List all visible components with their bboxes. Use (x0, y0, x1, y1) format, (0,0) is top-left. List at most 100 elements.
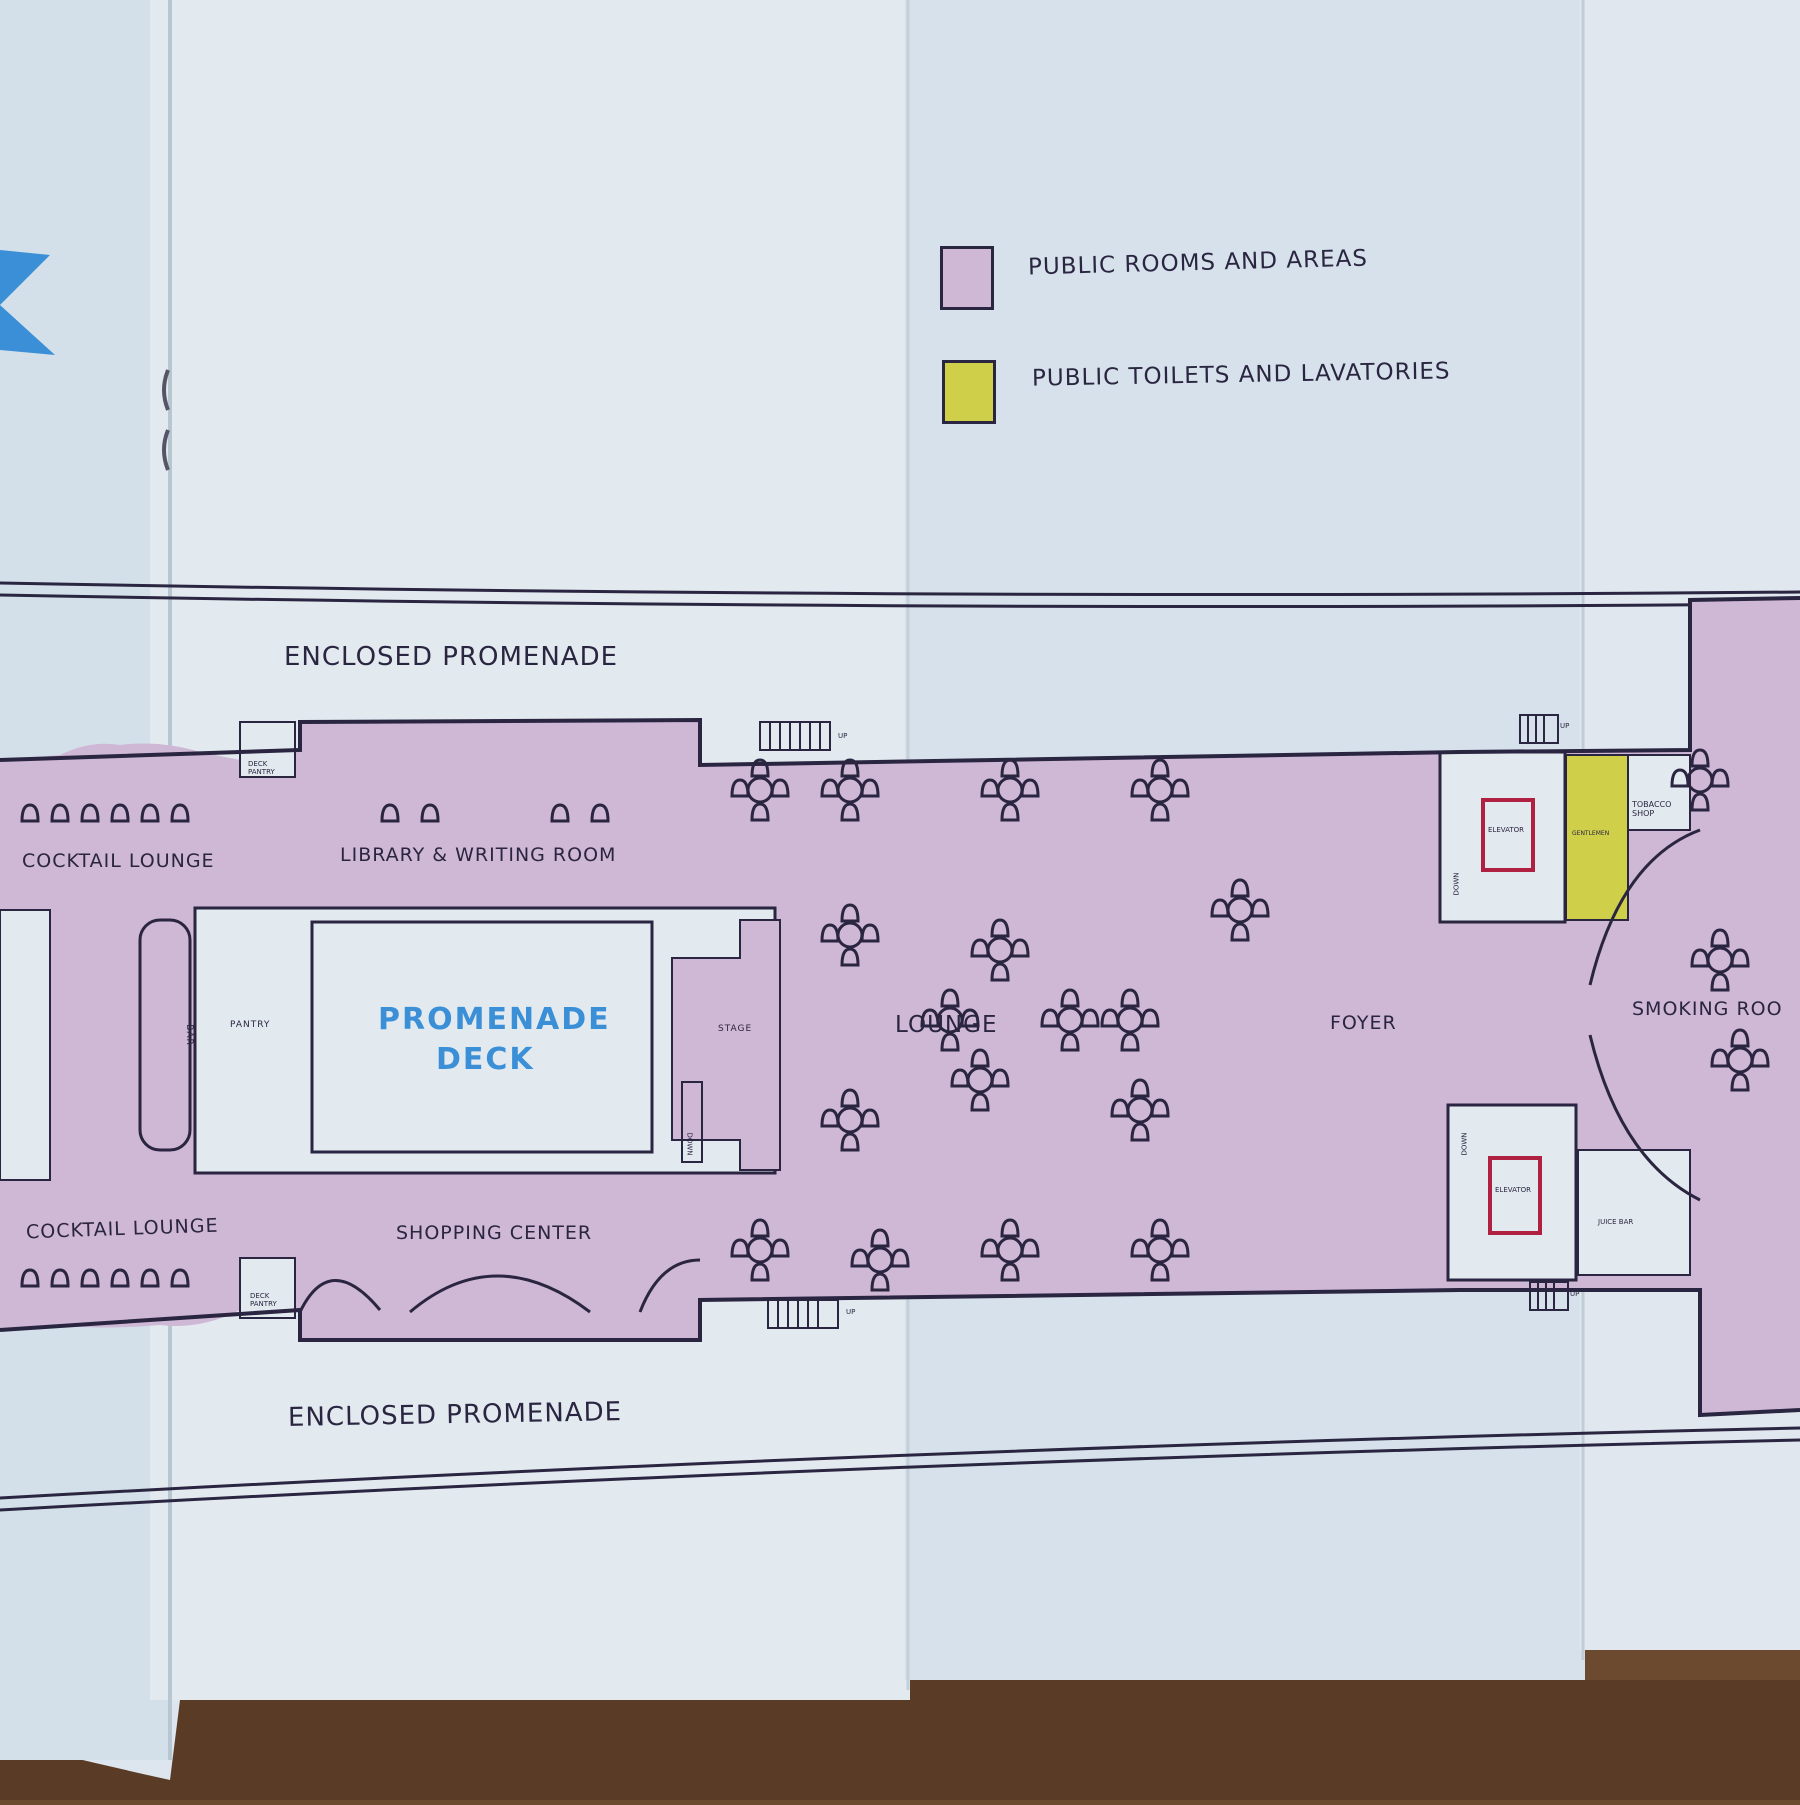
label-elevator-bottom: ELEVATOR (1495, 1186, 1531, 1194)
chair (1040, 1008, 1060, 1028)
chair (20, 1268, 40, 1288)
chair (110, 803, 130, 823)
chair (1670, 768, 1690, 788)
elevator-top (1481, 798, 1535, 872)
chair (1130, 1078, 1150, 1098)
chair (890, 1248, 910, 1268)
chair (1120, 988, 1140, 1008)
chair (140, 803, 160, 823)
chair (170, 803, 190, 823)
chair (940, 988, 960, 1008)
shop-arches (298, 1258, 701, 1314)
deck-pantry-bottom (239, 1257, 296, 1319)
staple-1 (162, 369, 170, 411)
chair (840, 903, 860, 923)
label-smoking: SMOKING ROO (1632, 998, 1783, 1020)
label-library: LIBRARY & WRITING ROOM (340, 844, 617, 866)
chair (840, 947, 860, 967)
chair (1130, 778, 1150, 798)
label-shopping: SHOPPING CENTER (396, 1222, 593, 1244)
chair (980, 778, 1000, 798)
deck-name-line1: PROMENADE (378, 1002, 611, 1037)
title-fragment-glyph (0, 250, 55, 355)
chair (1110, 1098, 1130, 1118)
chair (1130, 1122, 1150, 1142)
chair (50, 1268, 70, 1288)
label-gentlemen: GENTLEMEN (1572, 830, 1610, 837)
chair (1170, 1238, 1190, 1258)
chair (1170, 778, 1190, 798)
chair (380, 803, 400, 823)
chair (1020, 778, 1040, 798)
chair (1120, 1032, 1140, 1052)
chair (1710, 972, 1730, 992)
chair (1150, 1218, 1170, 1238)
chair (1730, 1072, 1750, 1092)
chair (1060, 988, 1080, 1008)
hull-top (0, 581, 1800, 609)
chair (990, 918, 1010, 938)
chair (110, 1268, 130, 1288)
chair (170, 1268, 190, 1288)
chair (840, 758, 860, 778)
deck-well-inner (310, 920, 654, 1154)
chair (870, 1272, 890, 1292)
chair (960, 1008, 980, 1028)
tobacco-shop (1627, 754, 1691, 831)
chair (1020, 1238, 1040, 1258)
chair (1010, 938, 1030, 958)
label-down-2: DOWN (1452, 872, 1461, 896)
chair (920, 1008, 940, 1028)
chair (750, 1218, 770, 1238)
chair (840, 1088, 860, 1108)
chair (1710, 768, 1730, 788)
chair (1730, 1028, 1750, 1048)
label-lounge: LOUNGE (895, 1012, 998, 1038)
chair (770, 1238, 790, 1258)
chair (1130, 1238, 1150, 1258)
chair (820, 778, 840, 798)
chair (750, 802, 770, 822)
chair (1080, 1008, 1100, 1028)
label-juice-bar: JUICE BAR (1598, 1218, 1634, 1226)
staple-2 (162, 429, 170, 471)
chair (1750, 1048, 1770, 1068)
chair (820, 1108, 840, 1128)
label-bar: BAR (183, 1024, 194, 1046)
chair (750, 1262, 770, 1282)
chair (1730, 948, 1750, 968)
chair (840, 1132, 860, 1152)
label-cocktail-top: COCKTAIL LOUNGE (22, 850, 215, 872)
label-down-3: DOWN (1460, 1132, 1469, 1156)
chair (1230, 922, 1250, 942)
chair (820, 923, 840, 943)
chair (1230, 878, 1250, 898)
chair (1000, 802, 1020, 822)
chair (1000, 1218, 1020, 1238)
chair (420, 803, 440, 823)
furniture-chairs (20, 748, 1770, 1292)
legend-swatch-public-rooms (940, 246, 994, 310)
chair (750, 758, 770, 778)
chair (1060, 1032, 1080, 1052)
chair (770, 778, 790, 798)
chair (1150, 1262, 1170, 1282)
chair (140, 1268, 160, 1288)
label-promenade-bottom: ENCLOSED PROMENADE (287, 1397, 623, 1433)
chair (860, 778, 880, 798)
label-deck-pantry-bottom: DECK PANTRY (250, 1292, 277, 1308)
chair (980, 1238, 1000, 1258)
chair (1250, 898, 1270, 918)
chair (1100, 1008, 1120, 1028)
chair (1140, 1008, 1160, 1028)
chair (990, 1068, 1010, 1088)
chair (1210, 898, 1230, 918)
chair (1150, 758, 1170, 778)
label-foyer: FOYER (1330, 1012, 1397, 1034)
bar-counter (138, 918, 192, 1152)
chair (80, 1268, 100, 1288)
label-up-3: UP (1560, 722, 1570, 730)
label-up-4: UP (1570, 1290, 1580, 1298)
room-outline (0, 596, 1800, 1418)
